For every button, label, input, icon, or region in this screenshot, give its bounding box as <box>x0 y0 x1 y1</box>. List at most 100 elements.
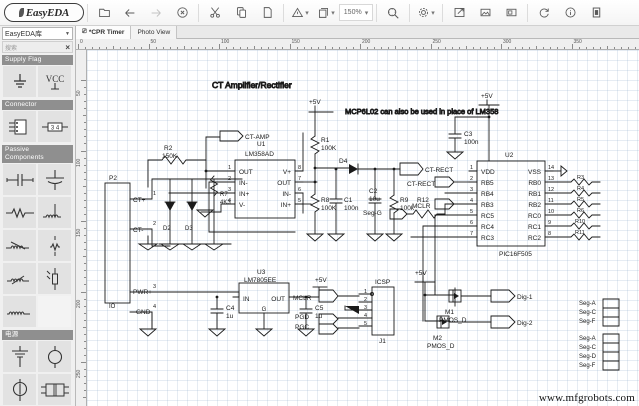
ruler-label: 150 <box>291 39 300 45</box>
ruler-minor-tick <box>92 47 94 49</box>
svg-text:3: 3 <box>228 187 231 193</box>
tab-cpr-timer[interactable]: ⎚ *CPR Timer <box>76 26 132 39</box>
lib-item-vcc-symbol[interactable]: VCC <box>37 65 72 98</box>
gnd-symbol-icon <box>13 73 26 88</box>
panel-icon <box>592 7 600 18</box>
panel-toggle-button[interactable] <box>583 1 609 25</box>
svg-text:CT-: CT- <box>133 227 143 234</box>
library-section-supply-flag-header[interactable]: Supply Flag <box>2 55 73 65</box>
svg-text:OUT: OUT <box>271 296 285 303</box>
schematic-title: CT Amplifier/Rectifier <box>212 80 292 90</box>
ruler-minor-tick <box>134 47 136 49</box>
library-section-connector-header[interactable]: Connector <box>2 100 73 110</box>
open-file-button[interactable] <box>91 1 117 25</box>
settings-button[interactable]: ▾ <box>413 1 439 25</box>
svg-text:R3: R3 <box>577 175 584 181</box>
svg-text:4K3: 4K3 <box>220 200 231 206</box>
zoom-level-select[interactable]: 150% ▾ <box>339 4 373 21</box>
lib-item-resistor-symbol[interactable] <box>2 196 37 229</box>
svg-text:6: 6 <box>470 220 473 226</box>
ruler-minor-tick-v <box>84 298 86 300</box>
document-tab-bar: ⎚ *CPR Timer Photo View <box>76 26 639 39</box>
ruler-minor-tick <box>247 47 249 49</box>
lib-item-cap-polar-symbol[interactable] <box>37 163 72 196</box>
library-section-passive-header[interactable]: Passive Components <box>2 145 73 163</box>
lib-item-battery-symbol[interactable] <box>2 340 37 373</box>
lib-item-thermistor-symbol[interactable] <box>2 262 37 295</box>
schematic-canvas[interactable]: CT Amplifier/Rectifier MCP6L02 can also … <box>87 50 639 406</box>
svg-text:7: 7 <box>470 231 473 237</box>
library-section-power-header[interactable]: 电源 <box>2 330 73 340</box>
toolbar-divider-5 <box>409 3 410 22</box>
save-image-button[interactable] <box>498 1 524 25</box>
svg-text:RC5: RC5 <box>481 213 494 220</box>
info-button[interactable] <box>557 1 583 25</box>
svg-text:3: 3 <box>470 187 473 193</box>
ruler-minor-tick <box>106 47 108 49</box>
svg-text:R9: R9 <box>400 197 409 204</box>
lib-item-gnd-symbol[interactable] <box>2 65 37 98</box>
export-button[interactable] <box>446 1 472 25</box>
copy-button[interactable] <box>228 1 254 25</box>
chevron-down-icon-lib: ▼ <box>65 30 70 37</box>
ruler-minor-tick <box>486 47 488 49</box>
ruler-tick <box>501 44 502 49</box>
lib-item-inductor-symbol[interactable] <box>37 196 72 229</box>
arrow-left-icon <box>125 8 135 17</box>
ruler-label-v: 200 <box>76 299 82 308</box>
lib-item-coil-symbol[interactable] <box>2 295 37 328</box>
find-button[interactable] <box>380 1 406 25</box>
layers-button[interactable]: ▾ <box>313 1 339 25</box>
lib-item-transformer-1-symbol[interactable] <box>37 373 72 406</box>
library-section-connector-grid: 3 4 <box>2 110 73 143</box>
transformer-1-symbol-icon <box>40 383 69 396</box>
cut-button[interactable] <box>202 1 228 25</box>
lib-item-potentiometer-symbol[interactable] <box>2 229 37 262</box>
svg-text:100K: 100K <box>321 145 337 152</box>
undo-button[interactable] <box>117 1 143 25</box>
svg-text:R12: R12 <box>417 197 429 204</box>
refresh-button[interactable] <box>531 1 557 25</box>
lib-item-header-4pin-symbol[interactable]: 3 4 <box>37 110 72 143</box>
lib-item-resistor-var-symbol[interactable] <box>37 229 72 262</box>
ruler-minor-tick <box>240 47 242 49</box>
svg-text:IO: IO <box>109 304 116 310</box>
toolbar-divider-3 <box>283 3 284 22</box>
library-search-input[interactable]: 搜索 × <box>2 41 73 53</box>
arrow-right-icon <box>151 8 161 17</box>
svg-text:1: 1 <box>228 165 231 171</box>
schematic-note: MCP6L02 can also be used in place of LM3… <box>345 107 498 116</box>
layers-icon <box>319 8 329 18</box>
svg-text:Seg-C: Seg-C <box>579 345 597 351</box>
ruler-minor-tick-v <box>84 122 86 124</box>
svg-text:Seg-D: Seg-D <box>579 354 597 360</box>
svg-text:R6: R6 <box>577 208 584 214</box>
svg-text:U1: U1 <box>257 141 266 148</box>
lib-item-header-3pin-symbol[interactable] <box>2 110 37 143</box>
ruler-minor-tick-v <box>84 143 86 145</box>
paste-button[interactable] <box>254 1 280 25</box>
svg-text:IN-: IN- <box>282 191 291 198</box>
drc-check-button[interactable]: ▾ <box>287 1 313 25</box>
lib-item-photoresistor-symbol[interactable] <box>37 262 72 295</box>
component-library-panel: EasyEDA库 ▼ 搜索 × Supply Flag VCC Connecto… <box>0 26 76 406</box>
lib-item-blank-symbol[interactable] <box>37 295 72 328</box>
svg-text:8: 8 <box>298 165 301 171</box>
ruler-minor-tick <box>162 47 164 49</box>
easyeda-logo[interactable]: EasyEDA <box>4 3 84 22</box>
lib-item-capacitor-symbol[interactable] <box>2 163 37 196</box>
redo-button[interactable] <box>143 1 169 25</box>
delete-button[interactable] <box>169 1 195 25</box>
svg-text:PWR+: PWR+ <box>133 289 152 296</box>
image-button[interactable] <box>472 1 498 25</box>
svg-text:D4: D4 <box>339 158 348 165</box>
ruler-minor-tick <box>331 47 333 49</box>
lib-item-current-source-symbol[interactable] <box>37 340 72 373</box>
library-source-select[interactable]: EasyEDA库 ▼ <box>2 27 73 40</box>
tab-photo-view[interactable]: Photo View <box>131 26 178 39</box>
lib-item-voltage-source-symbol[interactable] <box>2 373 37 406</box>
clear-search-icon[interactable]: × <box>65 42 70 52</box>
svg-text:Seg-G: Seg-G <box>363 210 382 217</box>
